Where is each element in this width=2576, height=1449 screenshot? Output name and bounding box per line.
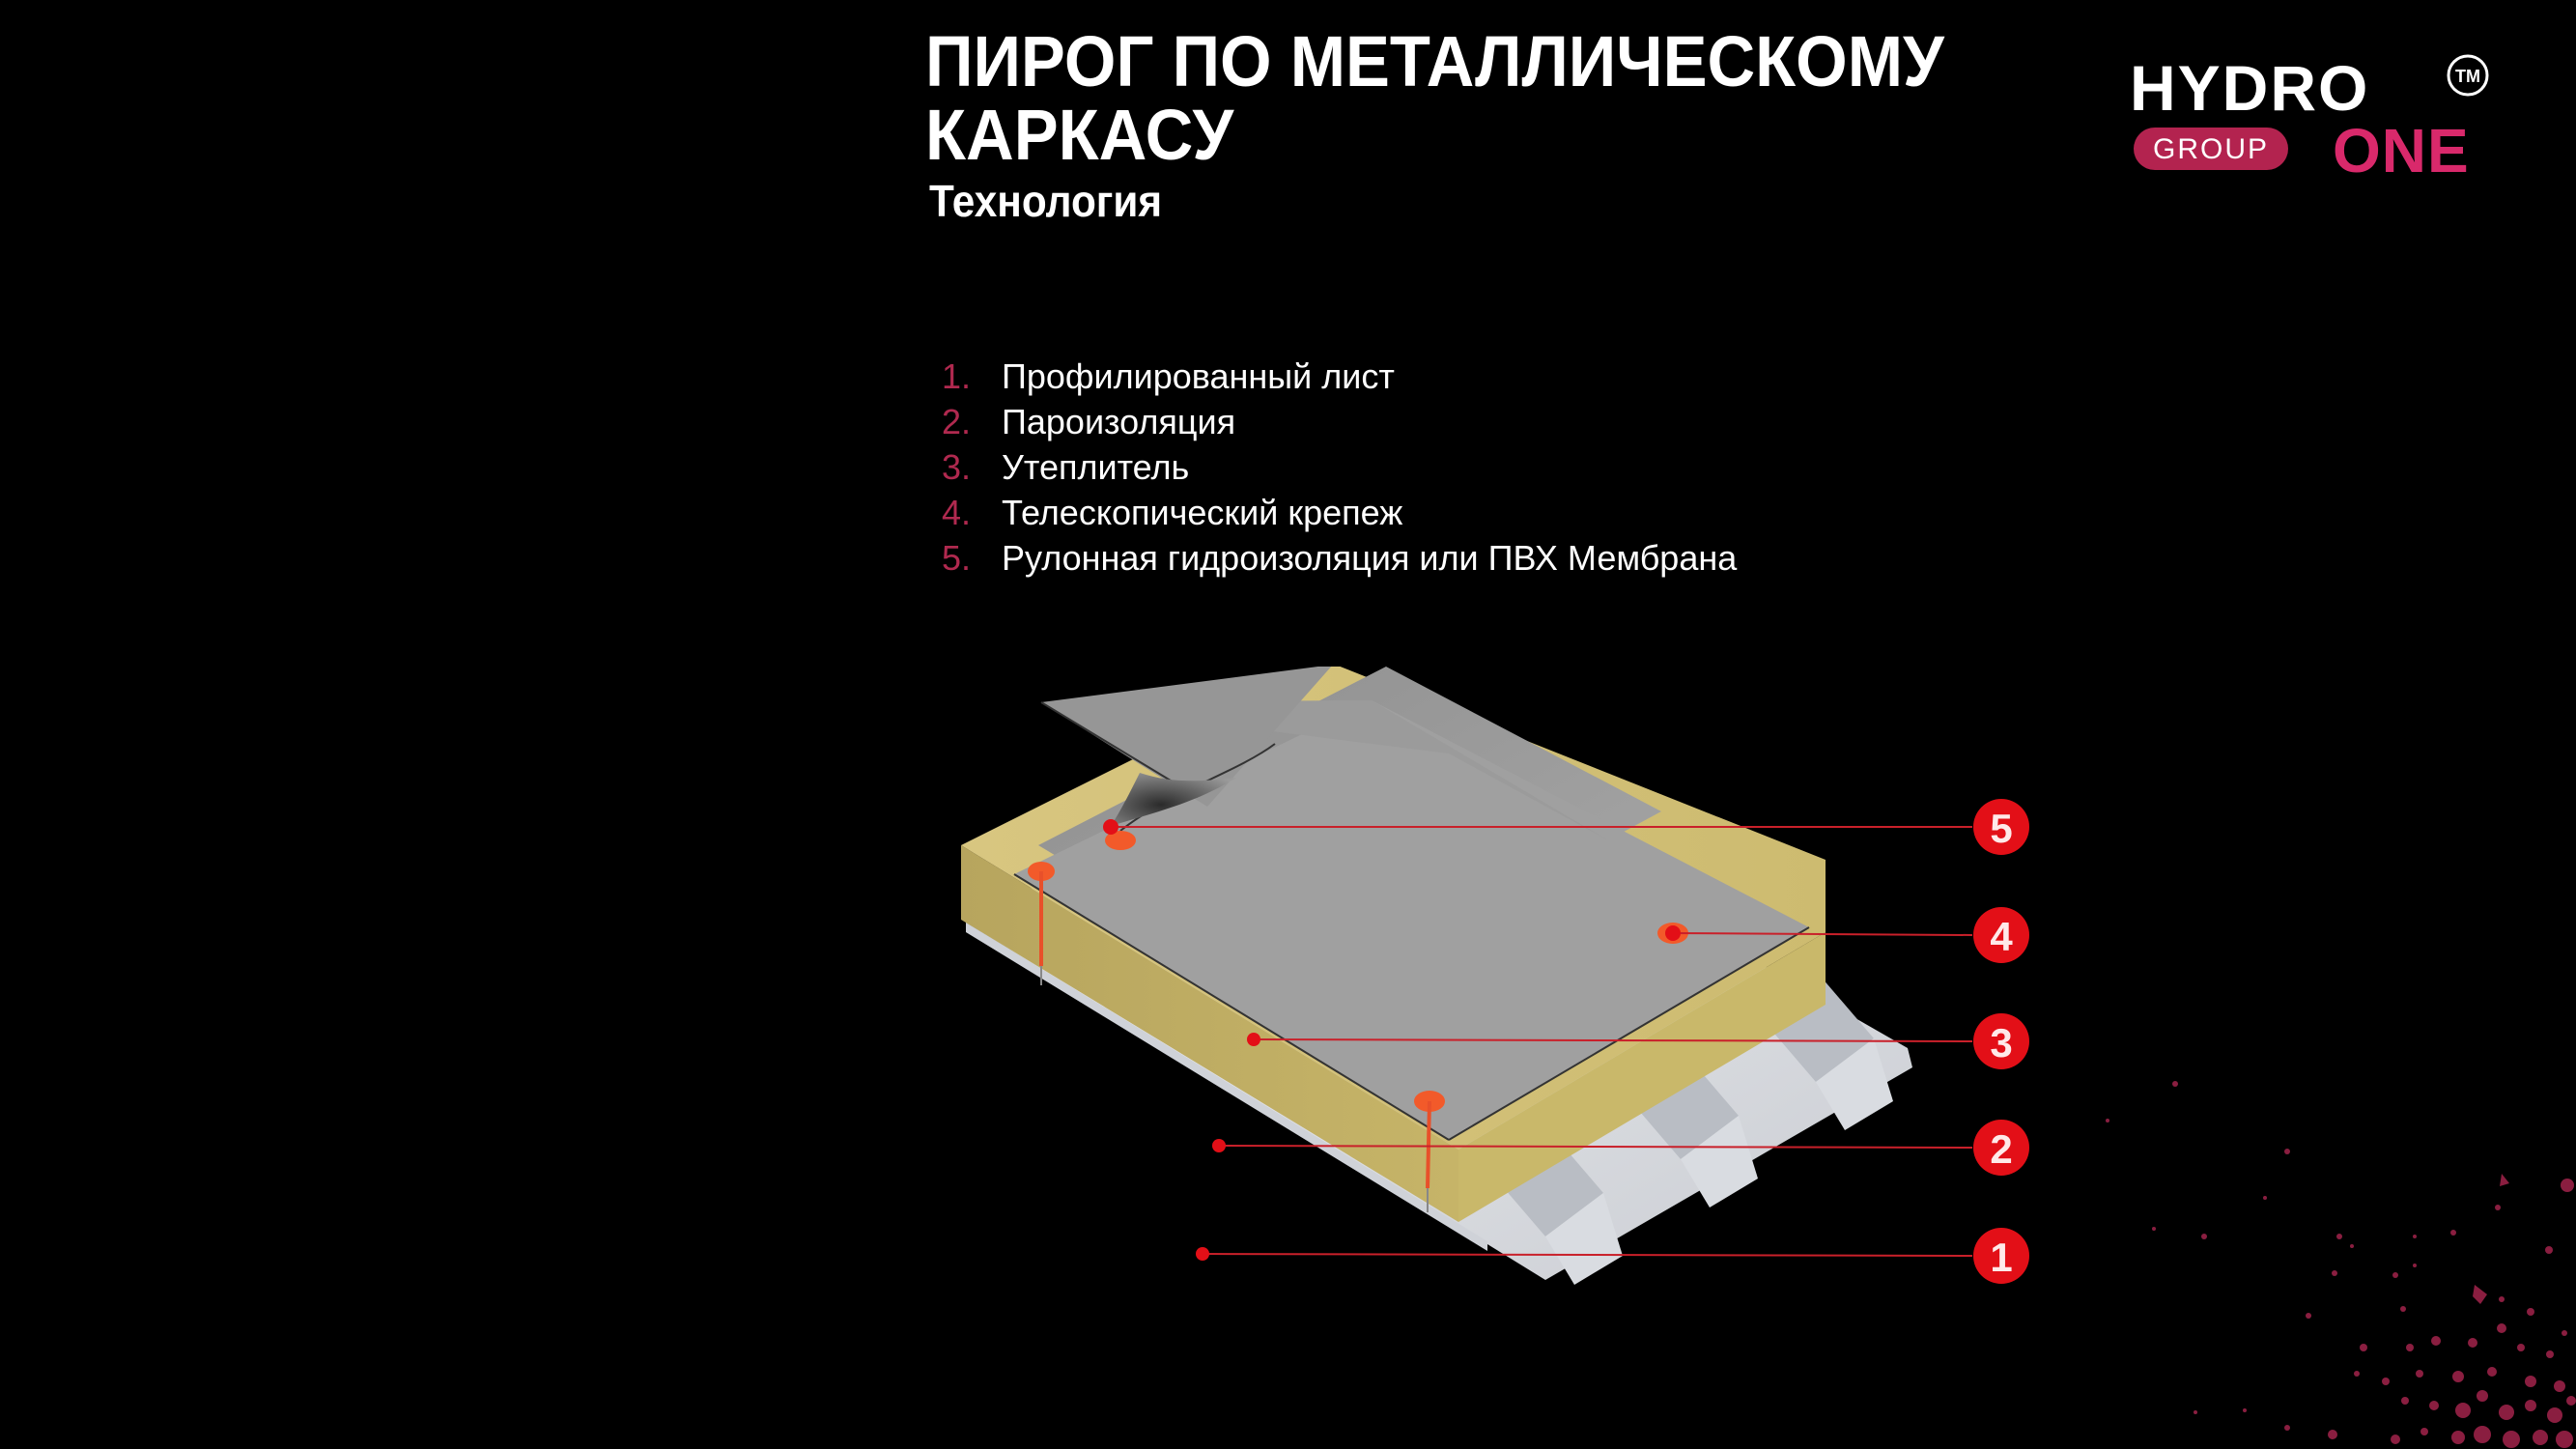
fastener-icons (1028, 831, 1688, 1212)
svg-text:4: 4 (1990, 914, 2013, 959)
svg-text:1: 1 (1990, 1235, 2012, 1280)
list-number: 3. (942, 446, 972, 487)
list-label: Рулонная гидроизоляция или ПВХ Мембрана (1002, 537, 1738, 578)
list-label: Утеплитель (1002, 446, 1190, 487)
list-item: 5. Рулонная гидроизоляция или ПВХ Мембран… (942, 535, 1737, 581)
list-item: 3. Утеплитель (942, 444, 1737, 490)
list-number: 1. (942, 355, 972, 396)
list-item: 1. Профилированный лист (942, 354, 1737, 399)
list-number: 2. (942, 401, 972, 441)
list-label: Профилированный лист (1002, 355, 1395, 396)
callout-badge-4: 4 (1973, 907, 2029, 963)
callout-dots (1103, 819, 1681, 1261)
callout-badge-3: 3 (1973, 1013, 2029, 1069)
list-label: Пароизоляция (1002, 401, 1236, 441)
callout-badge-5: 5 (1973, 799, 2029, 855)
hydro-one-group-logo: HYDRO TM GROUP ONE (2130, 52, 2489, 181)
list-number: 4. (942, 492, 972, 532)
page-subtitle: Технология (929, 176, 1163, 226)
list-number: 5. (942, 537, 972, 578)
membrane-layer (1013, 667, 1810, 1141)
logo-one-text: ONE (2333, 116, 2470, 181)
layers-list: 1. Профилированный лист 2. Пароизоляция 3.… (942, 354, 1737, 581)
svg-text:TM: TM (2455, 67, 2480, 86)
roof-layers-diagram: 5 4 3 2 1 (961, 667, 2029, 1285)
list-label: Телескопический крепеж (1002, 492, 1403, 532)
callout-badge-2: 2 (1973, 1120, 2029, 1176)
logo-hydro-text: HYDRO (2130, 52, 2369, 124)
membrane-curl (1111, 773, 1236, 826)
callout-badge-1: 1 (1973, 1228, 2029, 1284)
logo-group-badge: GROUP (2134, 128, 2288, 170)
list-item: 2. Пароизоляция (942, 399, 1737, 444)
page-title: ПИРОГ ПО МЕТАЛЛИЧЕСКОМУ КАРКАСУ (925, 25, 1944, 172)
svg-text:3: 3 (1990, 1020, 2012, 1065)
svg-text:2: 2 (1990, 1126, 2012, 1172)
title-line-2: КАРКАСУ (925, 95, 1234, 175)
svg-text:GROUP: GROUP (2153, 133, 2269, 165)
callout-lines (1111, 826, 1973, 1257)
title-line-1: ПИРОГ ПО МЕТАЛЛИЧЕСКОМУ (925, 21, 1944, 101)
trademark-icon: TM (2447, 54, 2489, 97)
list-item: 4. Телескопический крепеж (942, 490, 1737, 535)
svg-text:5: 5 (1990, 806, 2012, 851)
paint-splatter-decoration (2106, 1081, 2576, 1448)
